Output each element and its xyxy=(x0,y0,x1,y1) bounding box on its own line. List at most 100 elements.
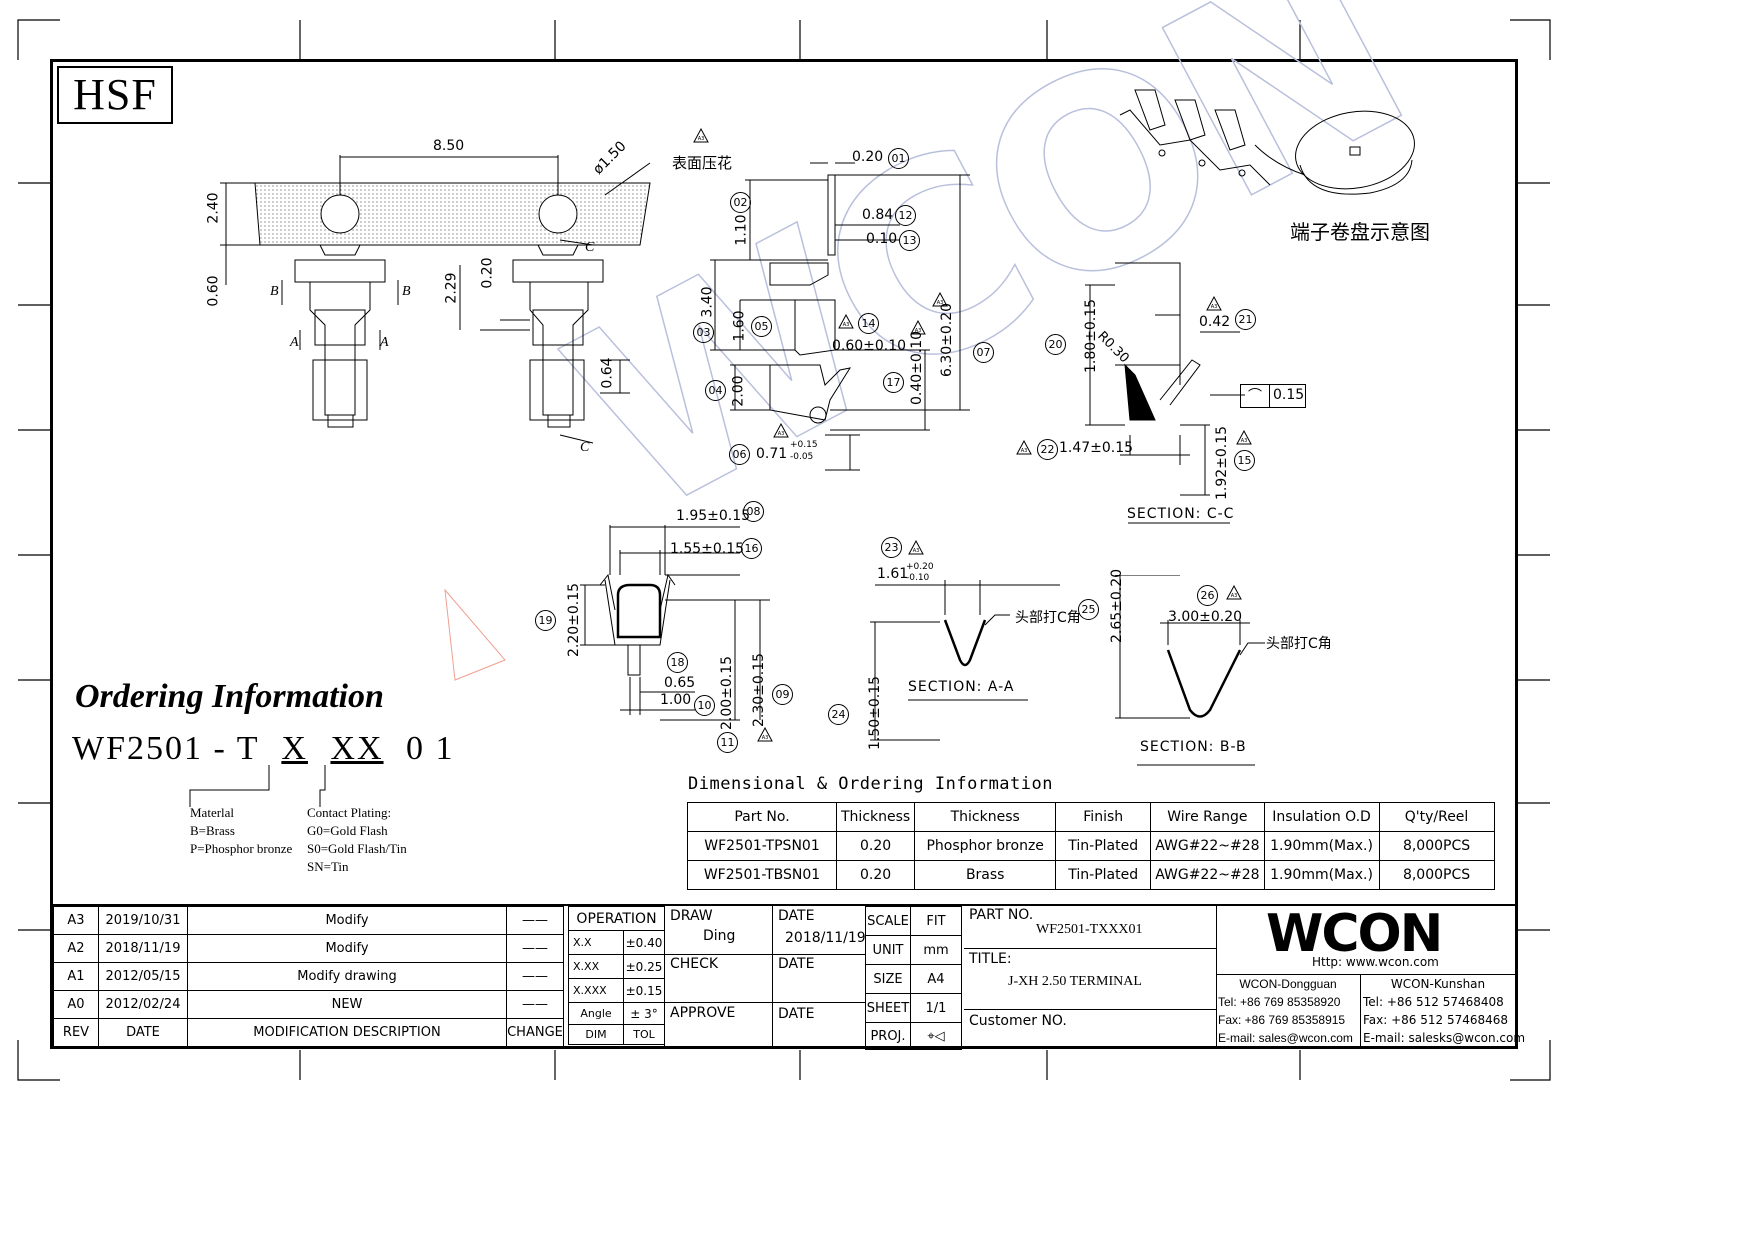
code-prefix: WF2501 - T xyxy=(72,730,259,767)
svg-text:A3: A3 xyxy=(913,548,920,554)
rev-a3-triangle-icon: A3 xyxy=(1206,296,1222,311)
dim-23: 1.61 xyxy=(877,566,909,582)
rev-cell: NEW xyxy=(187,990,507,1019)
proj-label: PROJ. xyxy=(865,1022,911,1050)
svg-text:A3: A3 xyxy=(843,322,850,328)
section-aa-drawing xyxy=(870,580,1060,741)
scale-label: SCALE xyxy=(865,906,911,936)
svg-text:A3: A3 xyxy=(915,328,922,334)
balloon-02: 02 xyxy=(730,192,751,213)
knurl-note: 表面压花 xyxy=(672,154,733,172)
company-col-divider xyxy=(1360,974,1361,1049)
section-c-bottom: C xyxy=(580,440,590,455)
table-header-row: Part No. Thickness Thickness Finish Wire… xyxy=(687,802,1495,832)
table-cell: 1.90mm(Max.) xyxy=(1263,831,1380,861)
section-a-left: A xyxy=(290,335,299,350)
part-no-value: WF2501-TXXX01 xyxy=(1036,922,1143,937)
table-cell: 0.20 xyxy=(835,860,916,890)
hsf-mark: HSF xyxy=(57,66,173,124)
dim-bb-height: 2.65±0.20 xyxy=(1109,568,1126,644)
revision-row: A3 2019/10/31 Modify —— xyxy=(53,906,564,935)
section-bb-label: SECTION: B-B xyxy=(1140,739,1247,755)
rev-cell: 2019/10/31 xyxy=(98,906,188,935)
balloon-15: 15 xyxy=(1234,450,1255,471)
code-plating: XX xyxy=(330,730,384,767)
balloon-11: 11 xyxy=(717,732,738,753)
dim-02: 1.10 xyxy=(733,214,750,246)
terminal-reel-sketch xyxy=(1119,89,1415,195)
ordering-leaders xyxy=(189,765,326,807)
dim-strip-width: 2.40 xyxy=(205,192,222,224)
tol-value: ±0.25 xyxy=(623,954,665,979)
rev-a3-triangle-icon: A3 xyxy=(1016,440,1032,455)
balloon-08: 08 xyxy=(743,501,764,522)
draw-label: DRAW xyxy=(670,908,713,924)
customer-no-label: Customer NO. xyxy=(969,1013,1067,1029)
balloon-16: 16 xyxy=(741,538,762,559)
table-header: Thickness xyxy=(914,802,1057,832)
approve-label: APPROVE xyxy=(670,1005,736,1021)
table-cell: 1.90mm(Max.) xyxy=(1263,860,1380,890)
dongguan-email: E-mail: sales@wcon.com xyxy=(1218,1031,1353,1045)
ordering-code: WF2501 - T X XX 0 1 xyxy=(72,730,455,768)
table-cell: AWG#22~#28 xyxy=(1150,831,1265,861)
kunshan-email: E-mail: salesks@wcon.com xyxy=(1363,1031,1526,1045)
tol-footer: TOL xyxy=(623,1024,665,1045)
table-header: Q'ty/Reel xyxy=(1378,802,1495,832)
rev-a3-triangle-icon: A3 xyxy=(932,292,948,307)
revision-row: A0 2012/02/24 NEW —— xyxy=(53,990,564,1019)
wcon-watermark: WCON xyxy=(444,0,1444,681)
table-header: Thickness xyxy=(835,802,916,832)
dim-table-title: Dimensional & Ordering Information xyxy=(688,774,1053,794)
table-header: Part No. xyxy=(687,802,837,832)
rev-header: MODIFICATION DESCRIPTION xyxy=(187,1018,507,1047)
rev-a3-triangle-icon: A3 xyxy=(908,540,924,555)
rev-cell: —— xyxy=(506,934,564,963)
unit-value: mm xyxy=(910,935,962,965)
table-header: Finish xyxy=(1055,802,1152,832)
balloon-25: 25 xyxy=(1078,599,1099,620)
table-cell: 8,000PCS xyxy=(1378,860,1495,890)
draw-date-label: DATE xyxy=(778,908,815,924)
table-cell: Brass xyxy=(914,860,1057,890)
rev-cell: —— xyxy=(506,990,564,1019)
dim-04: 2.00 xyxy=(730,375,747,407)
check-label: CHECK xyxy=(670,956,719,972)
dongguan-tel: Tel: +86 769 85358920 xyxy=(1218,995,1341,1009)
balloon-26: 26 xyxy=(1197,585,1218,606)
rev-cell: A0 xyxy=(53,990,99,1019)
dim-2-29: 2.29 xyxy=(443,272,460,304)
rev-header: REV xyxy=(53,1018,99,1047)
plating-legend: Contact Plating: G0=Gold Flash S0=Gold F… xyxy=(307,804,407,876)
profile-tolerance-value: 0.15 xyxy=(1273,387,1305,403)
projection-symbol-icon: ⌖◁ xyxy=(910,1022,962,1050)
rev-cell: 2012/02/24 xyxy=(98,990,188,1019)
rev-cell: Modify xyxy=(187,934,507,963)
table-cell: Tin-Plated xyxy=(1055,860,1152,890)
chamfer-note-aa: 头部打C角 xyxy=(1015,610,1081,626)
dim-05: 1.60 xyxy=(731,310,748,342)
section-c-top: C xyxy=(585,240,595,255)
dim-07: 6.30±0.20 xyxy=(939,302,956,378)
revision-header-row: REV DATE MODIFICATION DESCRIPTION CHANGE xyxy=(53,1018,564,1047)
rev-cell: Modify drawing xyxy=(187,962,507,991)
rev-cell: —— xyxy=(506,962,564,991)
approve-date-label: DATE xyxy=(778,1006,815,1022)
section-cc-label: SECTION: C-C xyxy=(1127,506,1235,522)
dim-23-tol-plus: +0.20 xyxy=(906,562,934,572)
unit-label: UNIT xyxy=(865,935,911,965)
dim-21: 0.42 xyxy=(1199,314,1231,330)
svg-text:A3: A3 xyxy=(698,136,705,142)
tol-value: ± 3° xyxy=(623,1002,665,1025)
balloon-12: 12 xyxy=(895,205,916,226)
code-material: X xyxy=(281,730,308,767)
balloon-09: 09 xyxy=(772,684,793,705)
title-block-divider xyxy=(50,904,1518,906)
plating-option: S0=Gold Flash/Tin xyxy=(307,841,407,856)
signoff-block: DRAW Ding DATE 2018/11/19 CHECK DATE APP… xyxy=(664,906,866,1049)
tol-key: Angle xyxy=(568,1002,624,1025)
dim-18: 0.65 xyxy=(664,675,696,691)
rev-a3-triangle-icon: A3 xyxy=(693,128,709,143)
dim-11: 2.00±0.15 xyxy=(719,655,736,731)
